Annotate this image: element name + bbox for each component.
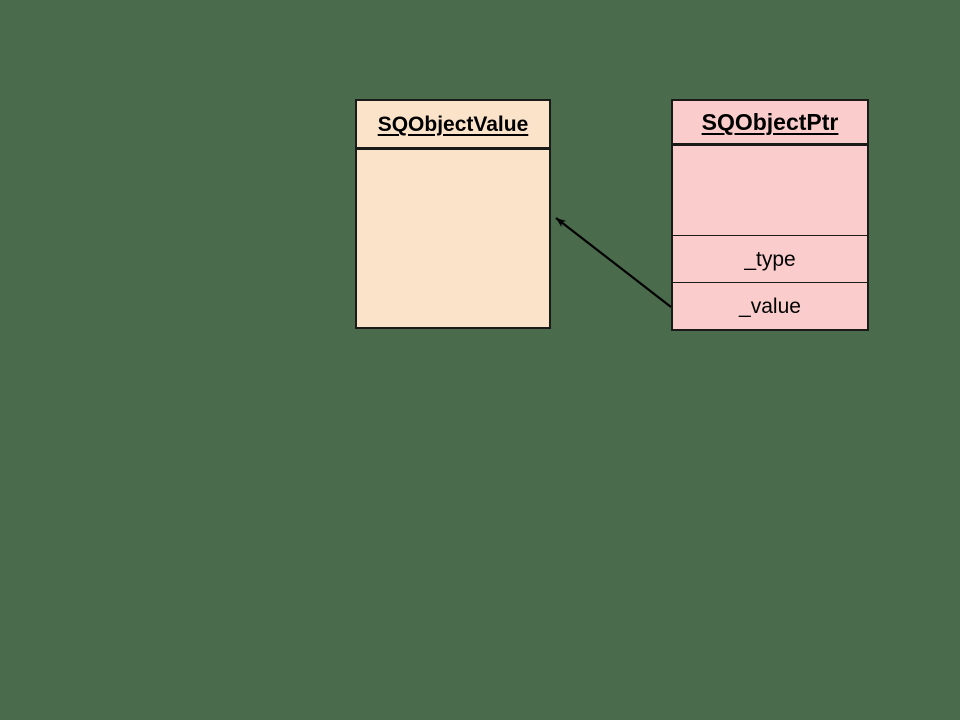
association-arrow-sqobjectptr-to-sqobjectvalue[interactable] xyxy=(555,217,672,308)
uml-attributes-compartment xyxy=(357,150,549,327)
uml-class-title: SQObjectPtr xyxy=(673,101,867,147)
uml-empty-compartment xyxy=(673,146,867,235)
uml-attribute-value: _value xyxy=(673,282,867,329)
uml-class-sqobjectvalue[interactable]: SQObjectValue xyxy=(355,99,551,329)
uml-attribute-type: _type xyxy=(673,235,867,282)
uml-class-sqobjectptr[interactable]: SQObjectPtr _type _value xyxy=(671,99,869,331)
uml-class-title: SQObjectValue xyxy=(357,101,549,150)
